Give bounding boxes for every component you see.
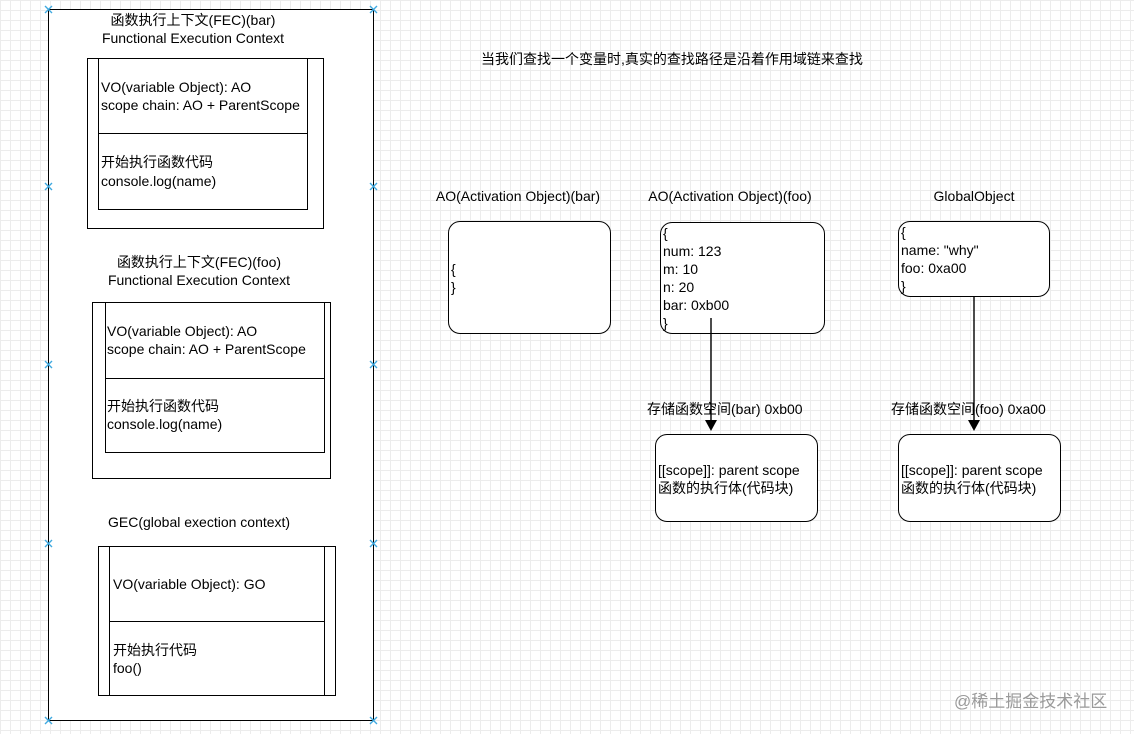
func-foo-box — [898, 434, 1061, 522]
gec-divider — [109, 621, 325, 622]
fec-bar-exec-1: 开始执行函数代码 — [101, 154, 213, 170]
fec-foo-exec-1: 开始执行函数代码 — [107, 398, 219, 414]
fec-foo-exec-2: console.log(name) — [107, 416, 223, 432]
ao-foo-box — [660, 222, 825, 334]
handle-marker-icon[interactable] — [369, 539, 378, 548]
gec-exec-1: 开始执行代码 — [113, 642, 197, 658]
fec-bar-exec-2: console.log(name) — [101, 173, 217, 189]
func-foo-body: 函数的执行体(代码块) — [901, 480, 1037, 496]
fec-foo-bottom — [105, 452, 325, 453]
ao-foo-line: } — [663, 315, 668, 331]
fec-foo-scope-chain: scope chain: AO + ParentScope — [107, 341, 306, 357]
func-bar-title: 存储函数空间(bar) 0xb00 — [647, 401, 803, 417]
global-object-line: { — [901, 224, 906, 240]
gec-exec-2: foo() — [113, 660, 142, 676]
handle-marker-icon[interactable] — [369, 716, 378, 725]
ao-foo-title: AO(Activation Object)(foo) — [648, 188, 812, 204]
header-note: 当我们查找一个变量时,真实的查找路径是沿着作用域链来查找 — [481, 51, 863, 67]
fec-bar-subtitle: Functional Execution Context — [101, 30, 285, 46]
ao-foo-line: { — [663, 225, 668, 241]
handle-marker-icon[interactable] — [369, 5, 378, 14]
fec-bar-divider — [98, 133, 308, 134]
ao-foo-line: num: 123 — [663, 243, 722, 259]
global-object-box — [898, 221, 1050, 297]
func-foo-scope: [[scope]]: parent scope — [901, 462, 1043, 478]
handle-marker-icon[interactable] — [44, 182, 53, 191]
fec-bar-box — [87, 58, 324, 229]
func-bar-body: 函数的执行体(代码块) — [658, 480, 794, 496]
fec-foo-box — [92, 302, 331, 479]
gec-box — [98, 546, 336, 696]
ao-foo-line: n: 20 — [663, 279, 695, 295]
handle-marker-icon[interactable] — [369, 360, 378, 369]
fec-bar-title: 函数执行上下文(FEC)(bar) — [110, 12, 276, 28]
fec-bar-scope-chain: scope chain: AO + ParentScope — [101, 97, 300, 113]
ao-bar-title: AO(Activation Object)(bar) — [435, 188, 601, 204]
fec-foo-subtitle: Functional Execution Context — [107, 272, 291, 288]
ao-foo-line: bar: 0xb00 — [663, 297, 730, 313]
fec-foo-vo: VO(variable Object): AO — [107, 323, 258, 339]
func-bar-box — [655, 434, 818, 522]
func-foo-title: 存储函数空间(foo) 0xa00 — [891, 401, 1046, 417]
ao-foo-line: m: 10 — [663, 261, 699, 277]
global-object-line: name: "why" — [901, 242, 979, 258]
ao-bar-open-brace: { — [451, 261, 456, 277]
gec-title: GEC(global exection context) — [108, 514, 291, 530]
fec-bar-vo: VO(variable Object): AO — [101, 79, 252, 95]
func-bar-scope: [[scope]]: parent scope — [658, 462, 800, 478]
gec-vo: VO(variable Object): GO — [113, 576, 266, 592]
handle-marker-icon[interactable] — [44, 716, 53, 725]
handle-marker-icon[interactable] — [369, 182, 378, 191]
fec-bar-bottom — [98, 209, 308, 210]
ao-bar-box — [448, 221, 611, 334]
fec-foo-divider — [105, 378, 325, 379]
global-object-line: } — [901, 278, 906, 294]
global-object-line: foo: 0xa00 — [901, 260, 967, 276]
global-object-title: GlobalObject — [933, 188, 1015, 204]
fec-bar-inner — [98, 59, 308, 210]
ao-bar-close-brace: } — [451, 279, 456, 295]
handle-marker-icon[interactable] — [44, 360, 53, 369]
fec-foo-title: 函数执行上下文(FEC)(foo) — [116, 254, 282, 270]
handle-marker-icon[interactable] — [44, 5, 53, 14]
handle-marker-icon[interactable] — [44, 539, 53, 548]
watermark-text: @稀土掘金技术社区 — [954, 692, 1108, 711]
